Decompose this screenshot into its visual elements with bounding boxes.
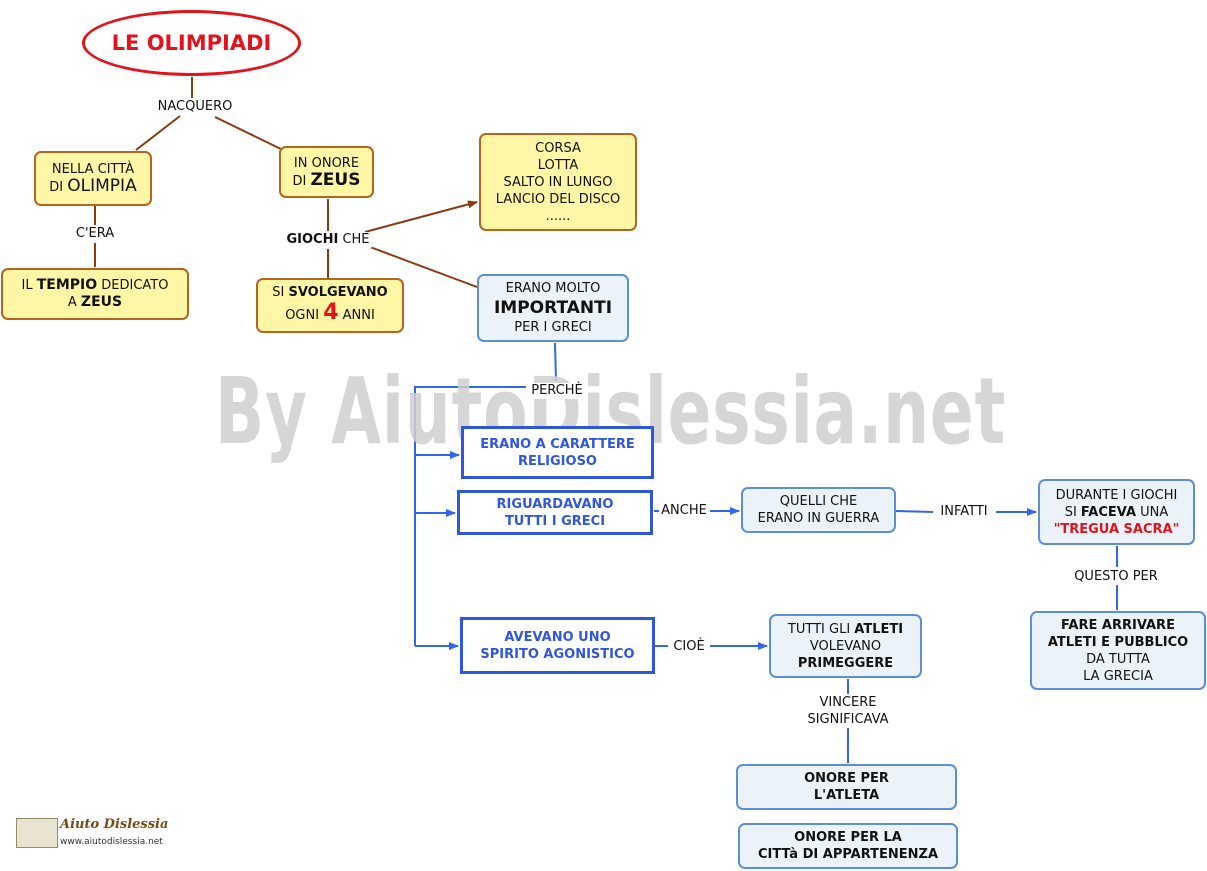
arrivare-line4: LA GRECIA — [1083, 668, 1153, 684]
sport-item: LANCIO DEL DISCO — [495, 191, 621, 207]
tempio-line2: A ZEUS — [68, 294, 122, 311]
line-guerra-infatti — [895, 510, 934, 513]
arrivare-line1: FARE ARRIVARE — [1061, 617, 1175, 633]
importanti-line3: PER I GRECI — [514, 320, 592, 335]
sport-item: CORSA — [535, 140, 581, 156]
vincere-line1: VINCERE — [819, 695, 877, 710]
atleti-word: ATLETI — [854, 621, 904, 637]
node-sports: CORSA LOTTA SALTO IN LUNGO LANCIO DEL DI… — [479, 133, 637, 231]
atleti-line2: VOLEVANO — [809, 638, 882, 654]
giochi-bold: GIOCHI — [286, 232, 339, 247]
node-svolgevano: SI SVOLGEVANO OGNI 4 ANNI — [256, 278, 404, 333]
tempio-word: TEMPIO — [36, 277, 98, 293]
node-tregua: DURANTE I GIOCHI SI FACEVA UNA "TREGUA S… — [1038, 479, 1195, 545]
link-label-questo-per: QUESTO PER — [1072, 569, 1160, 585]
onore-citta-line1: ONORE PER LA — [794, 830, 902, 845]
olimpia-line1: NELLA CITTÀ — [51, 162, 135, 177]
olimpia-line2: DI OLIMPIA — [49, 178, 136, 196]
node-onore-atleta: ONORE PER L'ATLETA — [736, 764, 957, 810]
onore-atleta-line2: L'ATLETA — [813, 788, 880, 803]
zeus-di: DI — [292, 173, 311, 189]
line-perche-trunk — [414, 386, 526, 646]
vincere-line2: SIGNIFICAVA — [807, 712, 889, 727]
link-label-giochi: GIOCHI CHE — [284, 232, 372, 248]
node-arrivare: FARE ARRIVARE ATLETI E PUBBLICO DA TUTTA… — [1030, 611, 1206, 690]
node-onore-citta: ONORE PER LA CITTà DI APPARTENENZA — [738, 823, 958, 869]
greci-line2: TUTTI I GRECI — [504, 513, 606, 529]
tregua-una: UNA — [1136, 504, 1169, 520]
title-ellipse: LE OLIMPIADI — [82, 10, 301, 76]
node-tempio: IL TEMPIO DEDICATO A ZEUS — [1, 268, 189, 320]
link-label-anche: ANCHE — [659, 503, 709, 519]
sport-item: LOTTA — [537, 157, 579, 173]
tregua-line1: DURANTE I GIOCHI — [1055, 487, 1178, 503]
zeus-name: ZEUS — [310, 169, 361, 190]
svolgevano-ogni: OGNI — [285, 307, 324, 323]
atleti-line1: TUTTI GLI ATLETI — [788, 621, 903, 638]
link-label-nacquero: NACQUERO — [155, 99, 235, 115]
line-nacquero-olimpia — [135, 115, 181, 151]
atleti-tutti: TUTTI GLI — [787, 621, 855, 637]
node-greci: RIGUARDAVANO TUTTI I GRECI — [457, 490, 653, 535]
svolgevano-number: 4 — [323, 299, 339, 325]
sport-item: SALTO IN LUNGO — [503, 174, 613, 190]
link-label-perche: PERCHÈ — [529, 383, 585, 399]
aiutodislessia-logo: Aiuto Dislessia www.aiutodislessia.net — [14, 815, 174, 855]
svolgevano-anni: ANNI — [338, 307, 375, 323]
tempio-dedicato: DEDICATO — [97, 278, 169, 293]
zeus-line1: IN ONORE — [293, 155, 360, 171]
svolgevano-line2: OGNI 4 ANNI — [285, 299, 375, 328]
agonistico-line2: SPIRITO AGONISTICO — [480, 646, 635, 662]
node-importanti: ERANO MOLTO IMPORTANTI PER I GRECI — [477, 274, 629, 342]
line-nacquero-zeus — [214, 116, 284, 151]
arrivare-line3: DA TUTTA — [1086, 651, 1150, 667]
line-giochi-importanti — [369, 246, 478, 288]
node-guerra: QUELLI CHE ERANO IN GUERRA — [741, 487, 896, 533]
node-zeus: IN ONORE DI ZEUS — [279, 146, 374, 198]
tempio-line1: IL TEMPIO DEDICATO — [22, 277, 169, 294]
tregua-si: SI — [1064, 504, 1081, 520]
giochi-rest: CHE — [338, 232, 370, 247]
onore-atleta-line1: ONORE PER — [804, 771, 889, 786]
arrow-giochi-sports — [364, 200, 478, 233]
link-label-cioe: CIOÈ — [671, 639, 707, 655]
tempio-zeus: ZEUS — [80, 294, 123, 310]
node-olimpia: NELLA CITTÀ DI OLIMPIA — [34, 151, 152, 206]
onore-citta-line2: CITTà DI APPARTENENZA — [757, 847, 939, 862]
sport-item: ...... — [545, 208, 571, 224]
religioso-line2: RELIGIOSO — [518, 453, 597, 469]
book-icon — [16, 818, 58, 848]
importanti-line1: ERANO MOLTO — [505, 281, 601, 296]
node-religioso: ERANO A CARATTERE RELIGIOSO — [461, 426, 654, 479]
olimpia-di: DI — [49, 180, 68, 195]
guerra-line2: ERANO IN GUERRA — [757, 511, 880, 526]
greci-line1: RIGUARDAVANO — [496, 496, 614, 512]
agonistico-line1: AVEVANO UNO — [504, 629, 611, 645]
guerra-line1: QUELLI CHE — [779, 494, 858, 509]
logo-url: www.aiutodislessia.net — [60, 837, 163, 847]
tregua-line2: SI FACEVA UNA — [1065, 504, 1169, 521]
atleti-line3: PRIMEGGERE — [797, 655, 894, 671]
node-agonistico: AVEVANO UNO SPIRITO AGONISTICO — [460, 617, 655, 674]
importanti-line2: IMPORTANTI — [493, 298, 613, 318]
tempio-il: IL — [21, 278, 37, 293]
svolgevano-word: SVOLGEVANO — [288, 284, 388, 300]
link-label-infatti: INFATTI — [938, 504, 990, 520]
tregua-faceva: FACEVA — [1080, 504, 1137, 520]
olimpia-name: OLIMPIA — [67, 176, 137, 196]
arrivare-line2: ATLETI E PUBBLICO — [1047, 634, 1189, 650]
logo-brand: Aiuto Dislessia — [60, 817, 169, 832]
religioso-line1: ERANO A CARATTERE — [480, 436, 635, 452]
link-label-vincere: VINCERE SIGNIFICAVA — [805, 694, 891, 728]
svolgevano-si: SI — [272, 284, 289, 300]
line-importanti-perche — [554, 342, 557, 382]
tempio-a: A — [67, 295, 81, 310]
link-label-cera: C'ERA — [73, 226, 117, 242]
svolgevano-line1: SI SVOLGEVANO — [272, 284, 387, 301]
zeus-line2: DI ZEUS — [292, 169, 361, 190]
node-atleti: TUTTI GLI ATLETI VOLEVANO PRIMEGGERE — [769, 614, 922, 678]
tregua-line3: "TREGUA SACRA" — [1053, 521, 1180, 537]
